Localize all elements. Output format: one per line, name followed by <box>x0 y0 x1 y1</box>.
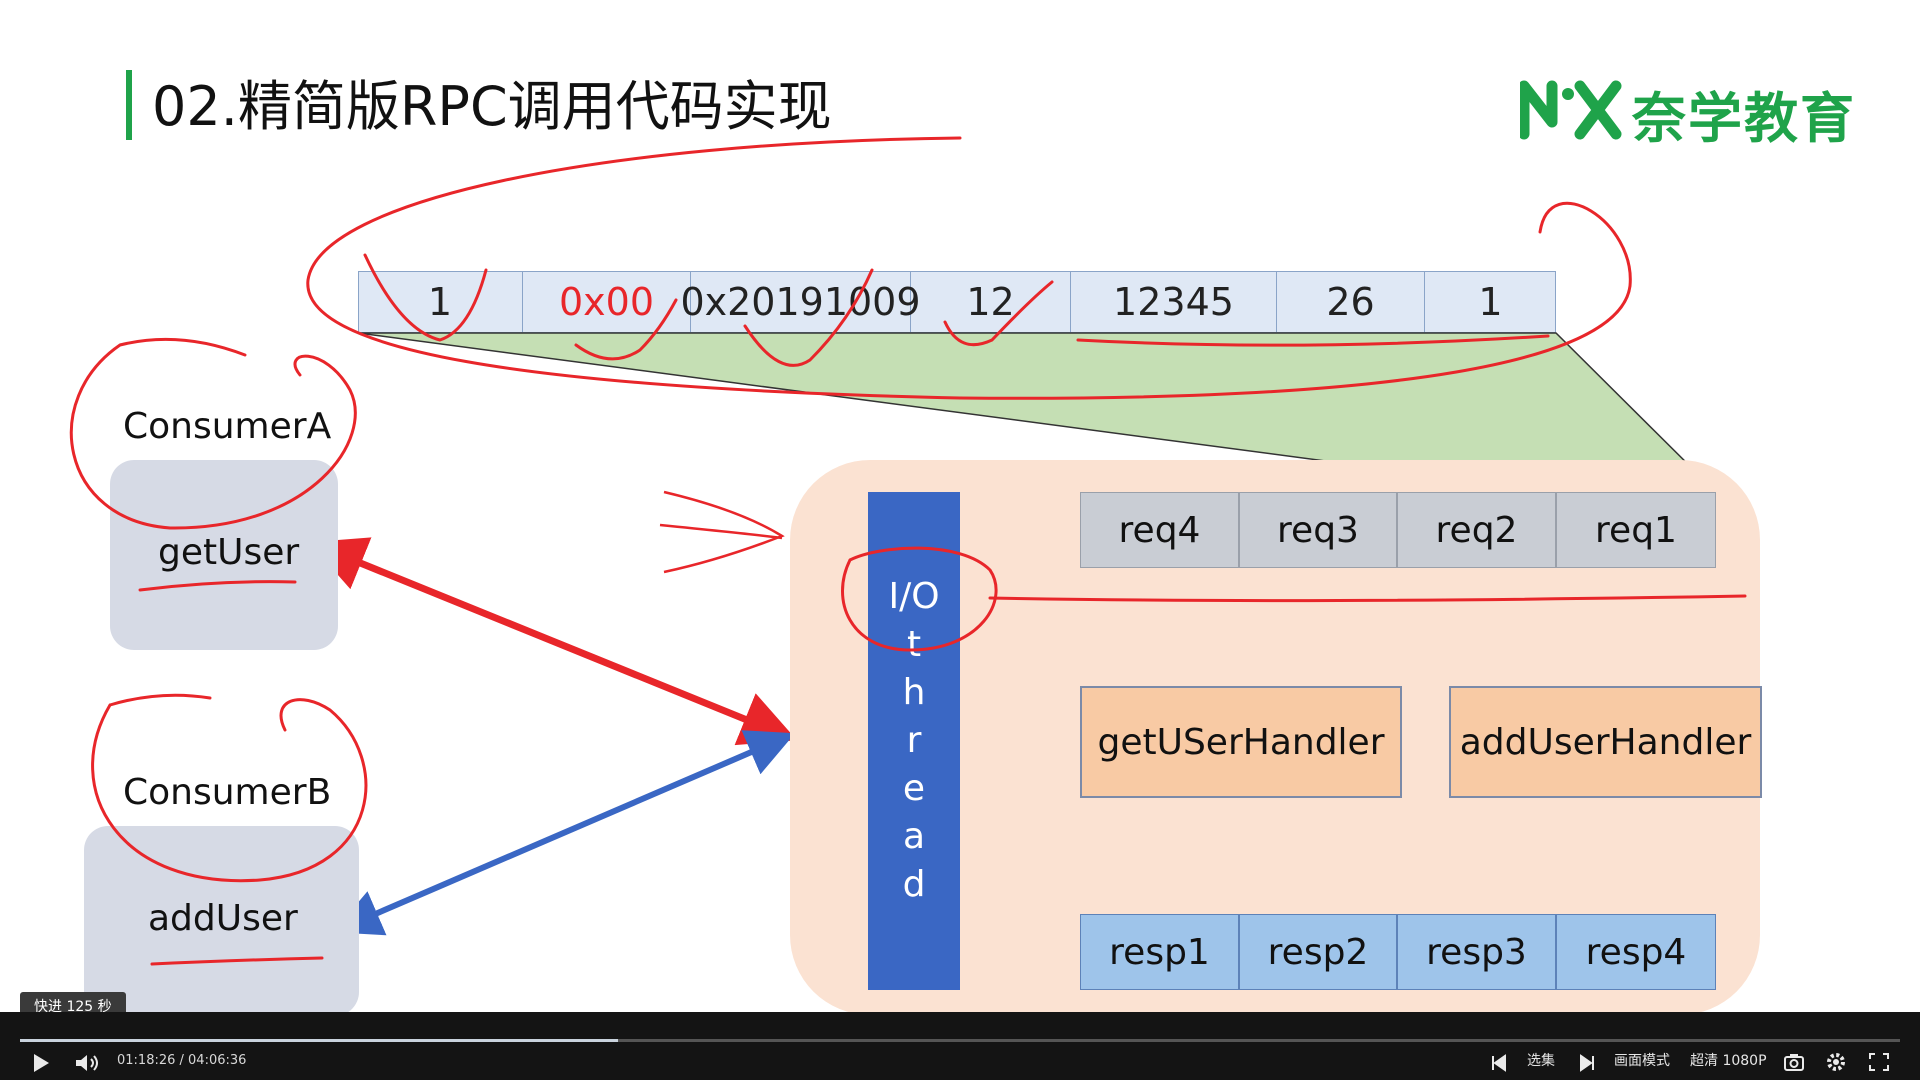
protocol-field-flag: 1 <box>1478 280 1503 324</box>
response-queue-item: resp1 <box>1080 914 1239 990</box>
progress-fill <box>20 1039 618 1042</box>
previous-icon[interactable] <box>1490 1054 1508 1072</box>
consumer-a-circle-annotation <box>69 337 357 530</box>
protocol-field-version: 0x20191009 <box>680 271 921 333</box>
protocol-field-request-id: 12345 <box>1071 271 1277 333</box>
settings-gear-icon[interactable] <box>1825 1051 1847 1073</box>
protocol-field-length: 12 <box>911 271 1071 333</box>
quality-button[interactable]: 超清 1080P <box>1690 1053 1767 1069</box>
play-icon[interactable] <box>30 1052 52 1074</box>
protocol-header-bar <box>358 271 1556 333</box>
get-user-handler-box: getUSerHandler <box>1080 686 1402 798</box>
protocol-field-type: 0x00 <box>523 271 691 333</box>
display-mode-button[interactable]: 画面模式 <box>1614 1053 1670 1069</box>
request-queue-item: req2 <box>1397 492 1556 568</box>
consumer-a-box <box>110 460 338 650</box>
consumer-b-label: ConsumerB <box>123 772 332 813</box>
response-queue-item: resp2 <box>1239 914 1397 990</box>
handwritten-annotations <box>69 136 1747 966</box>
protocol-field-magic: 1 <box>358 271 523 333</box>
handdrawn-arrow <box>659 490 785 574</box>
episodes-button[interactable]: 选集 <box>1527 1053 1555 1069</box>
video-player-bar <box>0 1012 1920 1080</box>
consumer-b-arrow <box>332 730 796 936</box>
progress-track[interactable] <box>20 1039 1900 1042</box>
nx-logo-icon <box>1520 80 1622 140</box>
consumer-b-box <box>84 826 359 1016</box>
logo-text: 奈学教育 <box>1632 87 1856 150</box>
response-queue-item: resp3 <box>1397 914 1556 990</box>
add-user-handler-box: addUserHandler <box>1449 686 1762 798</box>
screenshot-icon[interactable] <box>1783 1052 1805 1072</box>
consumer-a-arrow <box>309 537 797 746</box>
title-accent-bar <box>126 70 132 140</box>
protocol-field-body-length: 26 <box>1277 271 1425 333</box>
request-queue-item: req4 <box>1080 492 1239 568</box>
page-title: 02.精简版RPC调用代码实现 <box>152 75 832 138</box>
consumer-b-circle-annotation <box>91 693 368 883</box>
io-thread-bar <box>868 492 960 990</box>
fullscreen-icon[interactable] <box>1868 1052 1890 1072</box>
time-readout: 01:18:26 / 04:06:36 <box>117 1053 247 1068</box>
response-queue-item: resp4 <box>1556 914 1716 990</box>
consumer-a-method: getUser <box>158 532 300 573</box>
io-thread-char: h <box>902 672 926 713</box>
consumer-b-method: addUser <box>148 898 298 939</box>
io-thread-char: r <box>906 720 922 761</box>
request-queue-item: req1 <box>1556 492 1716 568</box>
io-thread-char: I/O <box>888 576 940 617</box>
consumer-a-label: ConsumerA <box>123 406 332 447</box>
io-circle-annotation <box>841 546 998 652</box>
io-thread-char: a <box>902 816 926 857</box>
io-thread-char: e <box>902 768 926 809</box>
volume-icon[interactable] <box>74 1052 100 1074</box>
slide: 02.精简版RPC调用代码实现 奈学教育 1 0x00 0x20191009 1… <box>69 70 1856 1016</box>
protocol-circle-annotation <box>306 136 1632 400</box>
request-queue-item: req3 <box>1239 492 1397 568</box>
io-thread-char: d <box>902 864 926 905</box>
next-icon[interactable] <box>1578 1054 1596 1072</box>
io-thread-char: t <box>906 624 922 665</box>
